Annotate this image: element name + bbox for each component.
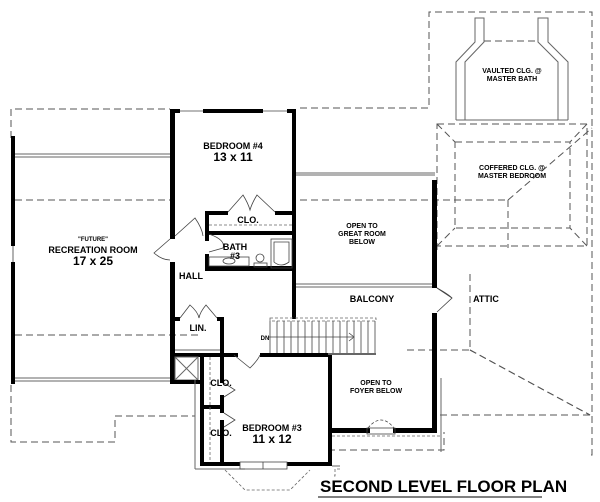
stair-down-label: DN xyxy=(261,336,270,342)
master-bedroom-ceiling-line-1: COFFERED CLG. @ xyxy=(479,165,545,172)
master-bedroom-ceiling-line-2: MASTER BEDROOM xyxy=(478,173,546,180)
foyer-walls xyxy=(332,180,453,452)
hall-walls xyxy=(153,217,437,382)
great-room-line-2: GREAT ROOM xyxy=(338,231,386,238)
closet-bedroom-3-upper-label: CLO. xyxy=(210,378,232,388)
recreation-room-outline xyxy=(11,136,200,384)
bath-3-label: BATH xyxy=(223,242,247,252)
coffered-ceiling-outline xyxy=(300,123,593,250)
attic-label: ATTIC xyxy=(473,294,499,304)
closet-bedroom-3-lower-label: CLO. xyxy=(210,428,232,438)
bedroom-3-label: BEDROOM #3 xyxy=(242,423,302,433)
recreation-room-size: 17 x 25 xyxy=(73,254,113,268)
bedroom-3-size: 11 x 12 xyxy=(252,432,292,446)
plan-title: SECOND LEVEL FLOOR PLAN xyxy=(320,477,567,496)
bedroom-3-walls xyxy=(194,353,340,491)
closet-bedroom-4-label: CLO. xyxy=(237,215,259,225)
room-labels: "FUTURE" RECREATION ROOM 17 x 25 BEDROOM… xyxy=(48,68,546,446)
foyer-line-2: FOYER BELOW xyxy=(350,388,403,395)
bedroom-4-label: BEDROOM #4 xyxy=(203,141,263,151)
bath-3-walls xyxy=(205,233,296,271)
roof-outline xyxy=(10,11,593,456)
great-room-line-1: OPEN TO xyxy=(346,223,378,230)
plan-title-group: SECOND LEVEL FLOOR PLAN xyxy=(318,477,567,498)
linen-label: LIN. xyxy=(190,323,207,333)
recreation-room-label: RECREATION ROOM xyxy=(48,245,137,255)
great-room-rails xyxy=(296,172,435,176)
vaulted-ceiling-outline xyxy=(455,17,569,121)
foyer-line-1: OPEN TO xyxy=(360,380,392,387)
balcony-label: BALCONY xyxy=(350,294,395,304)
bath-3-number: #3 xyxy=(230,251,240,261)
great-room-line-3: BELOW xyxy=(349,239,375,246)
bedroom-4-size: 13 x 11 xyxy=(213,150,253,164)
recreation-note: "FUTURE" xyxy=(78,237,108,243)
hall-label: HALL xyxy=(179,271,203,281)
staircase xyxy=(268,317,377,355)
master-bath-ceiling-line-2: MASTER BATH xyxy=(487,76,537,83)
master-bath-ceiling-line-1: VAULTED CLG. @ xyxy=(482,68,542,75)
bedroom-4-walls xyxy=(170,109,296,319)
